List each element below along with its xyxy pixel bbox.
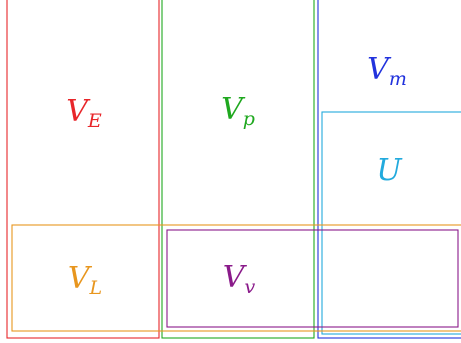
label-u: U	[376, 153, 403, 188]
label-vl-sub: L	[89, 277, 103, 299]
region-ve-box	[6, 0, 160, 339]
region-vl-box	[11, 224, 461, 332]
label-ve-sub: E	[87, 110, 102, 132]
label-vv: Vv	[223, 260, 256, 298]
label-vm: Vm	[367, 52, 407, 90]
label-vp-base: V	[221, 92, 246, 127]
label-vp-sub: p	[243, 108, 255, 130]
label-vv-sub: v	[244, 276, 255, 298]
label-ve: VE	[66, 94, 102, 132]
region-vv-box	[166, 229, 459, 328]
label-vm-sub: m	[389, 68, 407, 90]
region-vm-box	[317, 0, 461, 339]
label-ve-base: V	[66, 94, 91, 129]
label-vm-base: V	[367, 52, 392, 87]
label-u-base: U	[376, 153, 403, 188]
region-vp-box	[161, 0, 315, 339]
label-vl-base: V	[68, 261, 93, 296]
label-vp: Vp	[221, 92, 255, 130]
region-u-box	[321, 111, 461, 335]
label-vv-base: V	[223, 260, 248, 295]
label-vl: VL	[68, 261, 102, 299]
